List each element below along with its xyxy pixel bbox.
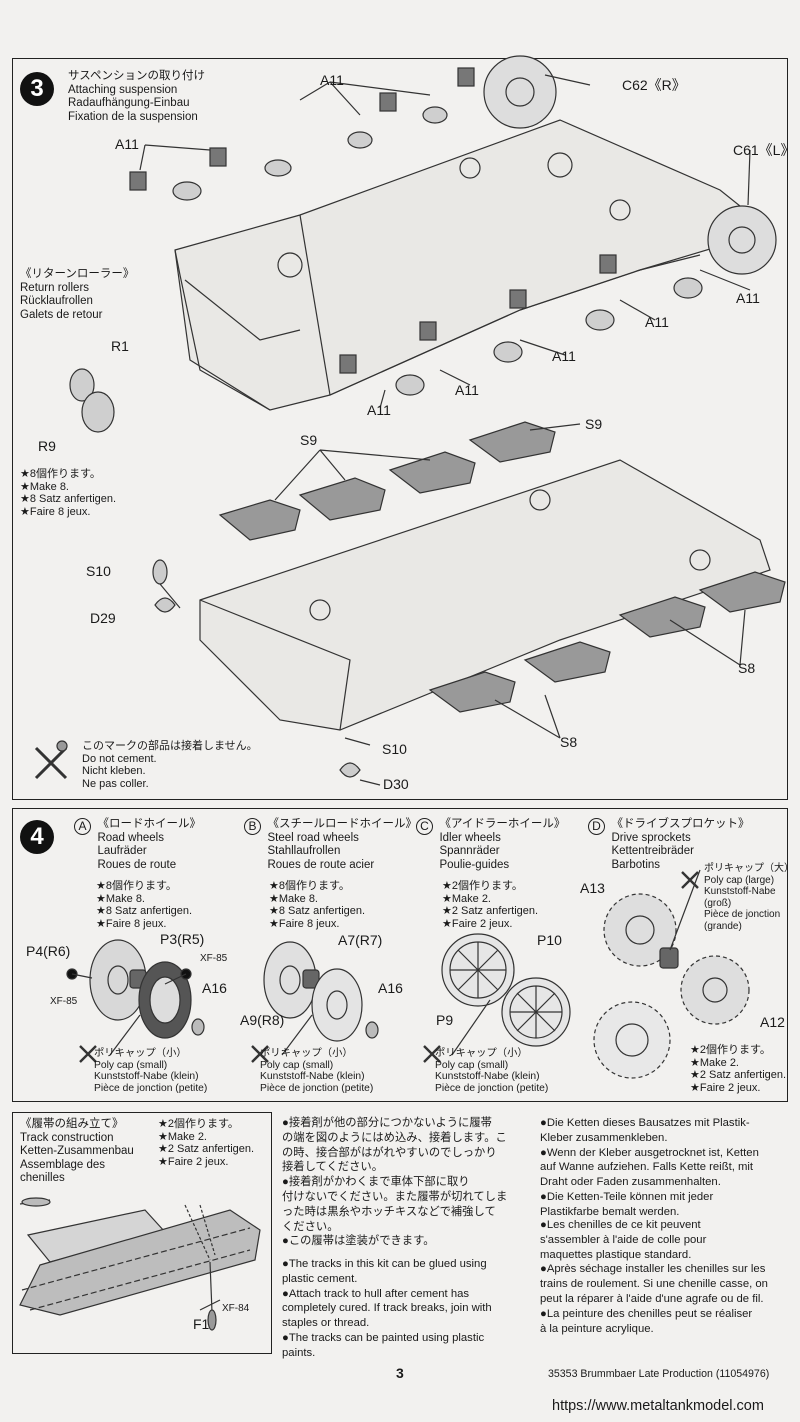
label-a11-top: A11: [320, 72, 344, 88]
watermark-url: https://www.metaltankmodel.com: [552, 1398, 764, 1414]
step3-title: サスペンションの取り付け Attaching suspension Radauf…: [68, 70, 205, 123]
track-note-de: ●Die Ketten dieses Bausatzes mit Plastik…: [540, 1117, 759, 1218]
step4-frame: [12, 808, 788, 1102]
track-title: 《履帯の組み立て》 Track construction Ketten-Zusa…: [20, 1118, 134, 1185]
label-p3: P3(R5): [160, 931, 205, 947]
section-a: A 《ロードホイール》 Road wheels Laufräder Roues …: [74, 818, 201, 872]
section-c-letter: C: [416, 818, 433, 836]
section-a-letter: A: [74, 818, 91, 836]
no-cement-note: このマークの部品は接着しません。 Do not cement. Nicht kl…: [82, 740, 258, 790]
section-b-title: 《スチールロードホイール》 Steel road wheels Stahllau…: [267, 818, 417, 871]
label-a11-r4: A11: [455, 382, 479, 398]
step3-number: 3: [20, 72, 54, 106]
label-s8-right: S8: [738, 660, 756, 676]
label-xf85-left: XF-85: [50, 996, 78, 1007]
label-f1: F1: [193, 1316, 210, 1332]
label-a11-r1: A11: [736, 290, 760, 306]
poly-cap-large-note: ポリキャップ（大） Poly cap (large) Kunststoff-Na…: [704, 863, 794, 932]
section-c-make: ★2個作ります。 ★Make 2. ★2 Satz anfertigen. ★F…: [442, 880, 539, 930]
label-s9-left: S9: [300, 432, 318, 448]
label-a13: A13: [580, 880, 605, 896]
section-a-title: 《ロードホイール》 Road wheels Laufräder Roues de…: [97, 818, 201, 871]
track-frame: [12, 1112, 272, 1354]
label-s10-left: S10: [86, 563, 111, 579]
make-8-note: ★8個作ります。 ★Make 8. ★8 Satz anfertigen. ★F…: [20, 468, 117, 518]
label-s9-right: S9: [585, 416, 603, 432]
step4-number: 4: [20, 820, 54, 854]
track-note-jp: ●接着剤が他の部分につかないように履帯 の端を図のようにはめ込み、接着します。こ…: [282, 1117, 508, 1248]
product-code: 35353 Brummbaer Late Production (1105497…: [548, 1368, 770, 1380]
track-make-2: ★2個作ります。 ★Make 2. ★2 Satz anfertigen. ★F…: [158, 1118, 255, 1168]
label-p4: P4(R6): [26, 943, 71, 959]
label-a7: A7(R7): [338, 932, 383, 948]
return-rollers-title: 《リターンローラー》 Return rollers Rücklaufrollen…: [20, 268, 135, 321]
label-a11-r5: A11: [367, 402, 391, 418]
label-c61: C61《L》: [733, 142, 795, 158]
label-p10: P10: [537, 932, 562, 948]
step3-drawing: [34, 55, 786, 786]
track-note-en: ●The tracks in this kit can be glued usi…: [282, 1258, 492, 1359]
label-a9: A9(R8): [240, 1012, 285, 1028]
label-a11-r3: A11: [552, 348, 576, 364]
label-r9: R9: [38, 438, 56, 454]
section-d: D 《ドライブスプロケット》 Drive sprockets Kettentre…: [588, 818, 749, 872]
section-b: B 《スチールロードホイール》 Steel road wheels Stahll…: [244, 818, 417, 872]
label-a12: A12: [760, 1014, 785, 1030]
label-d30: D30: [383, 776, 409, 792]
track-note-fr: ●Les chenilles de ce kit peuvent s'assem…: [540, 1219, 768, 1335]
step4-drawing: [66, 869, 750, 1079]
section-d-title: 《ドライブスプロケット》 Drive sprockets Kettentreib…: [611, 818, 750, 871]
step3-frame: [12, 58, 788, 800]
label-c62: C62《R》: [622, 77, 686, 93]
section-b-make: ★8個作ります。 ★Make 8. ★8 Satz anfertigen. ★F…: [269, 880, 366, 930]
poly-cap-small-b: ポリキャップ（小） Poly cap (small) Kunststoff-Na…: [260, 1048, 374, 1094]
label-p9: P9: [436, 1012, 454, 1028]
section-a-make: ★8個作ります。 ★Make 8. ★8 Satz anfertigen. ★F…: [96, 880, 193, 930]
section-c-title: 《アイドラーホイール》 Idler wheels Spannräder Poul…: [439, 818, 566, 871]
section-d-make: ★2個作ります。 ★Make 2. ★2 Satz anfertigen. ★F…: [690, 1044, 787, 1094]
section-b-letter: B: [244, 818, 261, 836]
label-r1: R1: [111, 338, 129, 354]
track-drawing: [19, 1197, 261, 1331]
poly-cap-small-c: ポリキャップ（小） Poly cap (small) Kunststoff-Na…: [435, 1048, 549, 1094]
label-s10-bottom: S10: [382, 741, 407, 757]
label-xf84: XF-84: [222, 1303, 250, 1314]
page-number: 3: [396, 1365, 404, 1381]
label-s8-bottom: S8: [560, 734, 578, 750]
label-a11-left: A11: [115, 136, 139, 152]
section-d-letter: D: [588, 818, 605, 836]
poly-cap-small-a: ポリキャップ（小） Poly cap (small) Kunststoff-Na…: [94, 1048, 208, 1094]
label-a16-b: A16: [378, 980, 403, 996]
section-c: C 《アイドラーホイール》 Idler wheels Spannräder Po…: [416, 818, 565, 872]
label-a11-r2: A11: [645, 314, 669, 330]
label-a16-a: A16: [202, 980, 227, 996]
label-xf85-right: XF-85: [200, 953, 228, 964]
label-d29: D29: [90, 610, 116, 626]
